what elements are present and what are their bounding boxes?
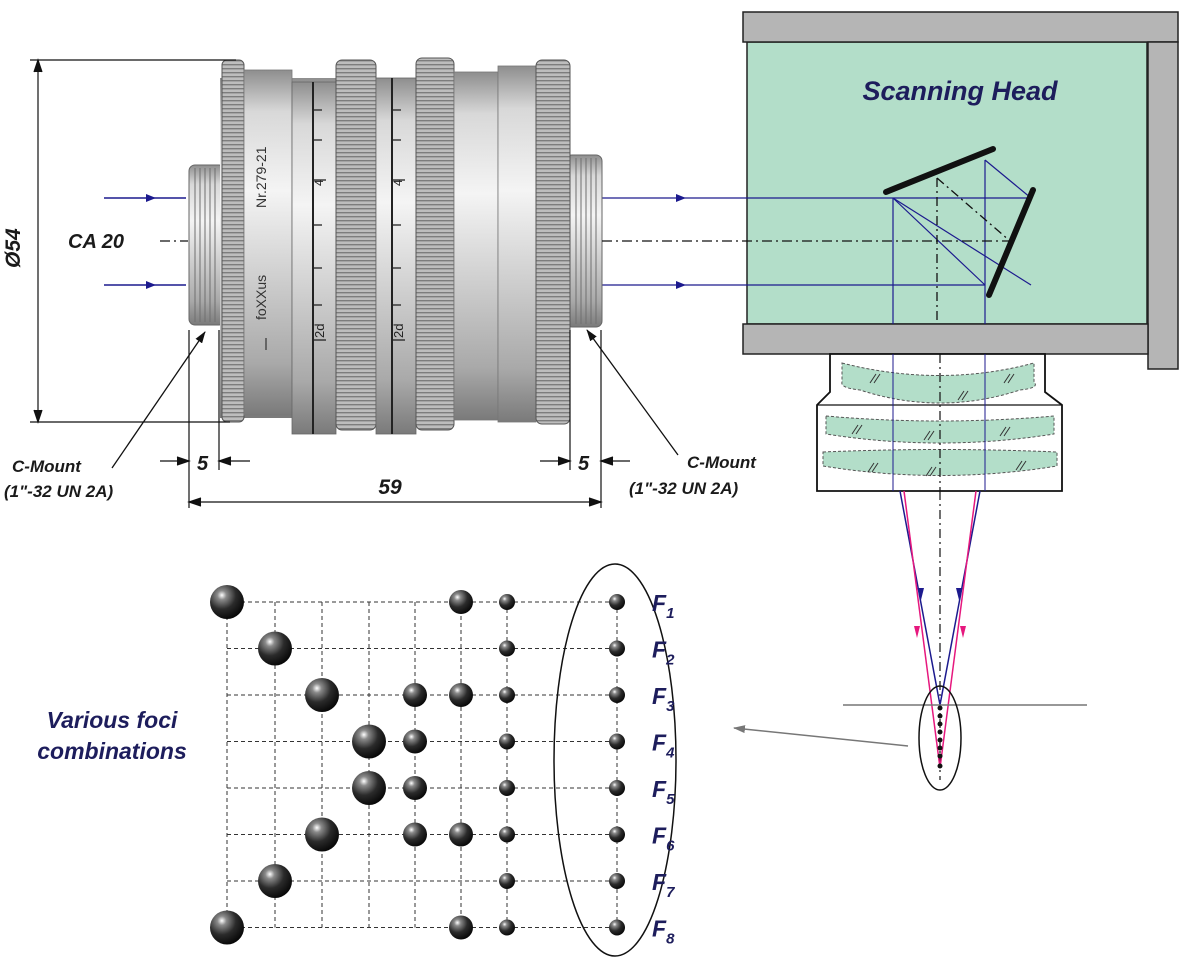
focus-label: F6 [652, 823, 675, 855]
focus-label: F7 [652, 869, 675, 901]
focus-ball [609, 919, 625, 936]
focus-label-index: 8 [666, 931, 675, 948]
focus-ball [403, 683, 427, 707]
knurled-ring-left [221, 59, 245, 423]
focus-label: F5 [652, 776, 675, 808]
internal-beams [600, 159, 1032, 324]
knurled-ring-middle-right [415, 57, 455, 431]
focus-ball [449, 590, 473, 614]
focus-label: F8 [652, 916, 675, 948]
foci-caption-line2: combinations [37, 738, 187, 764]
foci-combination-grid [210, 585, 625, 945]
focus-label: F4 [652, 730, 675, 762]
focus-ball [499, 873, 515, 889]
engraving-scale-4-ring1: 4 [312, 179, 326, 186]
focus-ball [305, 678, 339, 712]
engraving-brand: foXXus [253, 275, 269, 320]
scanning-head-box [746, 41, 1148, 325]
focus-label: F2 [652, 637, 675, 669]
scanning-head-bottom-bar [742, 323, 1149, 355]
focus-label-index: 2 [665, 652, 675, 669]
overall-length-label: 59 [378, 476, 402, 499]
dimension-lines [30, 58, 630, 508]
scanning-head: Scanning Head [600, 11, 1179, 370]
c-mount-right-title: C-Mount [687, 453, 757, 472]
focus-ball [449, 683, 473, 707]
engraving-serial: Nr.279-21 [253, 146, 269, 208]
c-mount-thread-left [188, 164, 226, 326]
focus-ball [210, 585, 244, 619]
focused-beams [899, 490, 981, 780]
clear-aperture-label: CA 20 [68, 231, 124, 253]
focus-ball [609, 733, 625, 750]
focus-label-index: 5 [666, 791, 675, 808]
focus-ball [609, 594, 625, 610]
focus-ball [609, 640, 625, 657]
focus-ball [258, 631, 292, 666]
focus-label-index: 6 [666, 838, 675, 855]
input-beams [104, 194, 686, 289]
scale-ring-2 [375, 77, 417, 435]
knurled-ring-middle-left [335, 59, 377, 431]
foci-caption-line1: Various foci [47, 707, 178, 733]
focus-ball [449, 822, 473, 847]
focus-ball [609, 826, 625, 843]
scanning-head-title: Scanning Head [862, 76, 1058, 106]
focus-ball [352, 771, 386, 805]
scan-mirror-y [986, 187, 1036, 298]
focus-zone-ellipse [918, 685, 962, 791]
lens-element-1 [841, 362, 1036, 404]
focus-ball [352, 724, 386, 759]
thread-length-left: 5 [197, 453, 209, 475]
focus-label-index: 7 [666, 884, 675, 901]
focus-label-index: 4 [665, 745, 675, 762]
c-mount-right-leader [586, 329, 679, 456]
focus-shifter-device: Nr.279-21 foXXus 4 4 2d 2d [188, 57, 603, 435]
thread-length-right: 5 [578, 453, 590, 475]
focus-ball [449, 915, 473, 940]
f-theta-objective [816, 353, 1063, 492]
engraving-scale-2d-ring2: 2d [391, 324, 406, 338]
engraving-scale-2d-ring1: 2d [312, 324, 327, 338]
focus-ball [258, 864, 292, 898]
focus-ball [210, 910, 244, 945]
engraving-scale-4-ring2: 4 [391, 179, 405, 186]
focus-ball [499, 733, 515, 750]
scan-mirror-x [883, 146, 996, 195]
focus-ball [499, 640, 515, 657]
focus-ball [499, 780, 515, 796]
knurled-ring-right [535, 59, 571, 425]
focus-ball [403, 729, 427, 754]
focus-ball [609, 780, 625, 796]
focus-label-index: 3 [666, 698, 675, 715]
zoom-pointer-arrow [733, 725, 909, 747]
focus-ball [403, 822, 427, 847]
focus-ball [403, 776, 427, 800]
c-mount-thread-right [565, 154, 603, 328]
c-mount-left-title: C-Mount [12, 457, 82, 476]
internal-dashed-axis [936, 177, 1011, 324]
focus-ball [499, 919, 515, 936]
diameter-label: Ø54 [2, 228, 25, 268]
focus-ball [499, 826, 515, 843]
focus-ball [609, 687, 625, 703]
scanning-head-top-bar [742, 11, 1179, 43]
focus-ball [609, 873, 625, 889]
foci-selection-ellipse [553, 563, 677, 957]
focus-label-index: 1 [666, 605, 674, 622]
lens-element-2 [825, 415, 1055, 444]
scanning-head-side-bar [1147, 41, 1179, 370]
focus-ball [499, 687, 515, 703]
c-mount-left-spec: (1"-32 UN 2A) [4, 482, 113, 501]
c-mount-left-leader [111, 331, 206, 469]
focus-ball [499, 594, 515, 610]
focus-ball [305, 817, 339, 852]
c-mount-right-spec: (1"-32 UN 2A) [629, 479, 738, 498]
focus-points [937, 705, 943, 769]
focus-label: F1 [652, 590, 674, 622]
